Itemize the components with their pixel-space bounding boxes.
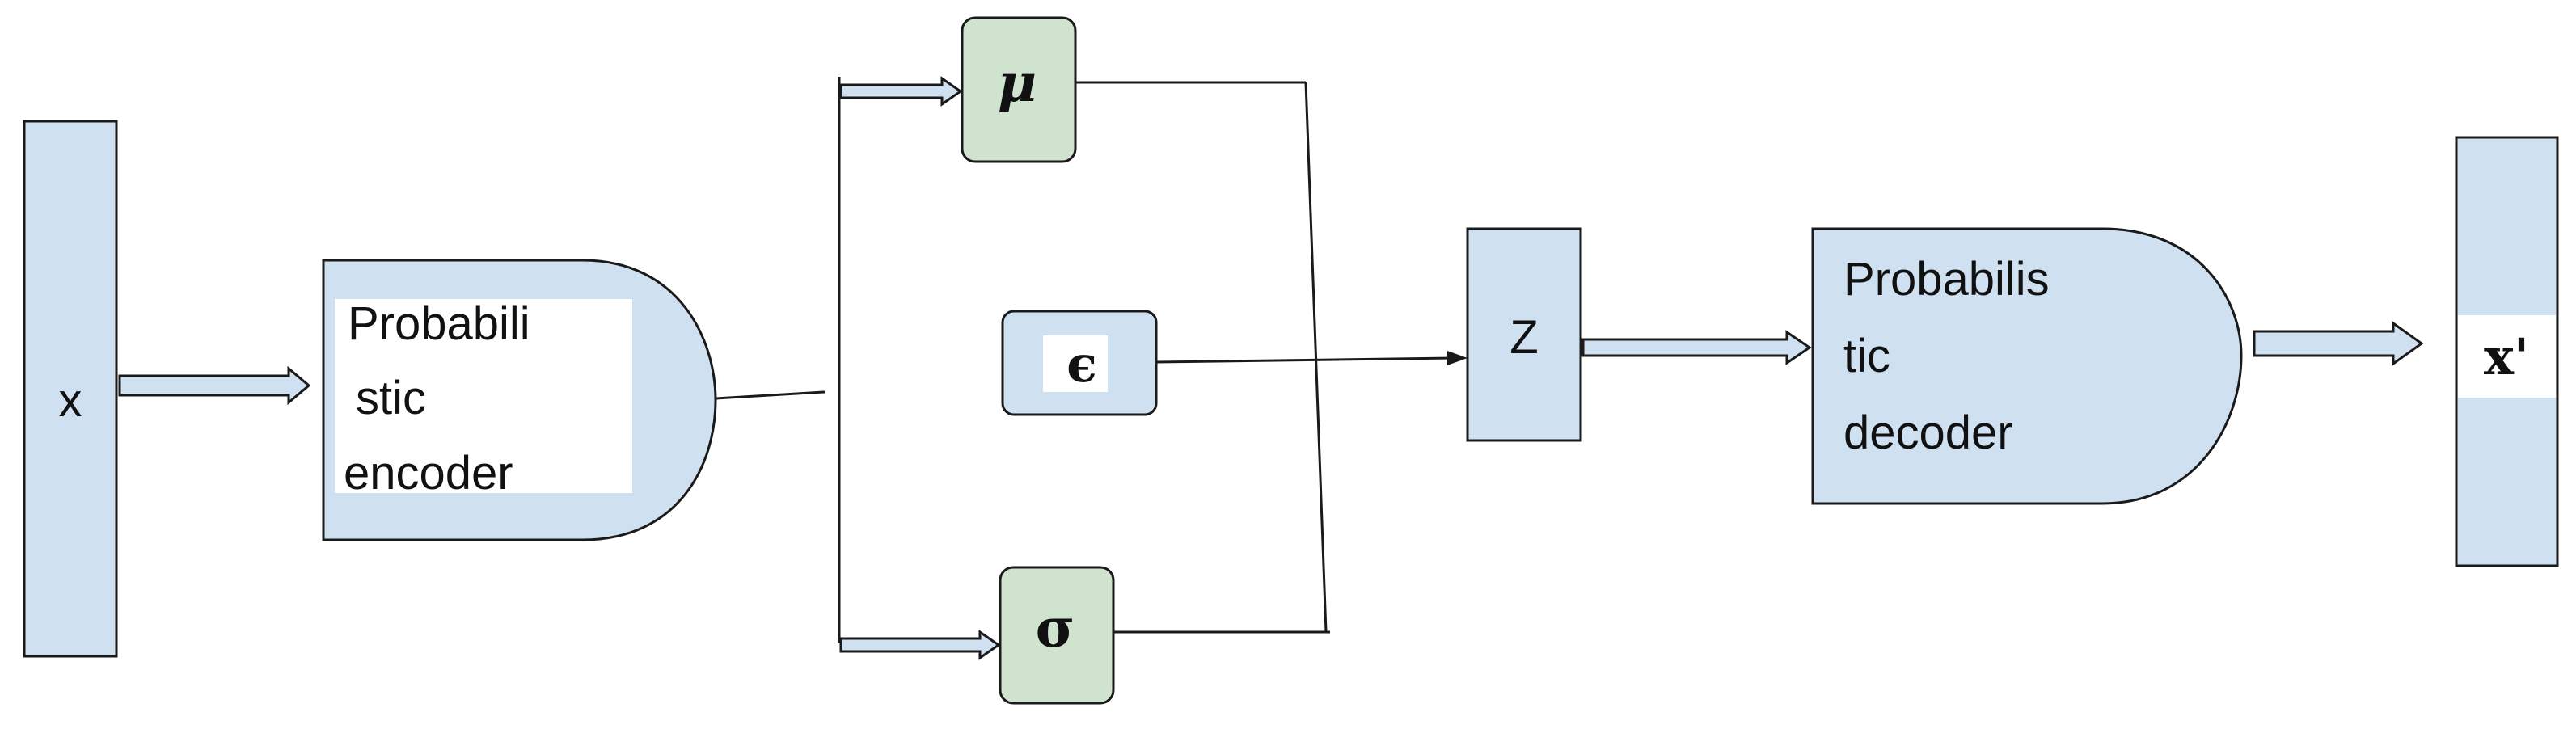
input-label: x (59, 374, 82, 427)
output-label-highlight (2458, 315, 2556, 398)
epsilon-label: ϵ (1066, 335, 1097, 394)
epsilon-label-highlight (1043, 335, 1108, 392)
arrow-to-sigma (839, 630, 1001, 660)
z-box (1466, 227, 1582, 442)
sigma-label: σ (1036, 596, 1075, 659)
encoder-label-highlight (335, 299, 632, 493)
arrow-shape (118, 365, 311, 406)
input-bar (23, 120, 118, 658)
mu-node: μ (961, 16, 1077, 163)
arrow-shape (1581, 330, 1812, 365)
mu-label: μ (998, 51, 1037, 114)
arrow-shape (839, 76, 963, 107)
arrow-input-to-encoder (118, 365, 311, 406)
arrow-shape (839, 630, 1001, 660)
decoder-label-line1: Probabilis (1843, 253, 2050, 306)
encoder-label-line2: stic (356, 372, 426, 424)
combiner-vertical-line (1304, 82, 1328, 633)
arrow-head (1447, 351, 1467, 365)
mu-box (961, 16, 1077, 163)
arrow-line (1155, 356, 1456, 364)
arrow-shape (2253, 321, 2424, 366)
arrow-epsilon-to-z (1155, 351, 1467, 365)
output-node: x' (2455, 136, 2559, 567)
sigma-box (999, 566, 1115, 705)
reparam-connectors (1075, 81, 1330, 634)
z-label: Z (1510, 311, 1538, 364)
encoder-split-connector (715, 77, 841, 643)
epsilon-node: ϵ (1001, 310, 1158, 416)
sigma-node: σ (999, 566, 1115, 705)
decoder-shape (1811, 227, 2243, 505)
arrow-to-mu (839, 76, 963, 107)
input-node: x (23, 120, 118, 658)
decoder-node: Probabilis tic decoder (1811, 227, 2243, 505)
encoder-label-line1: Probabili (348, 297, 530, 350)
arrow-decoder-to-output (2253, 321, 2424, 366)
arrow-z-to-decoder (1581, 330, 1812, 365)
decoder-label-line2: tic (1843, 330, 1890, 382)
encoder-label-line3: encoder (344, 447, 513, 499)
decoder-label-line3: decoder (1843, 407, 2013, 459)
encoder-node: Probabili stic encoder (322, 259, 717, 541)
output-label: x' (2484, 327, 2529, 386)
z-node: Z (1466, 227, 1582, 442)
